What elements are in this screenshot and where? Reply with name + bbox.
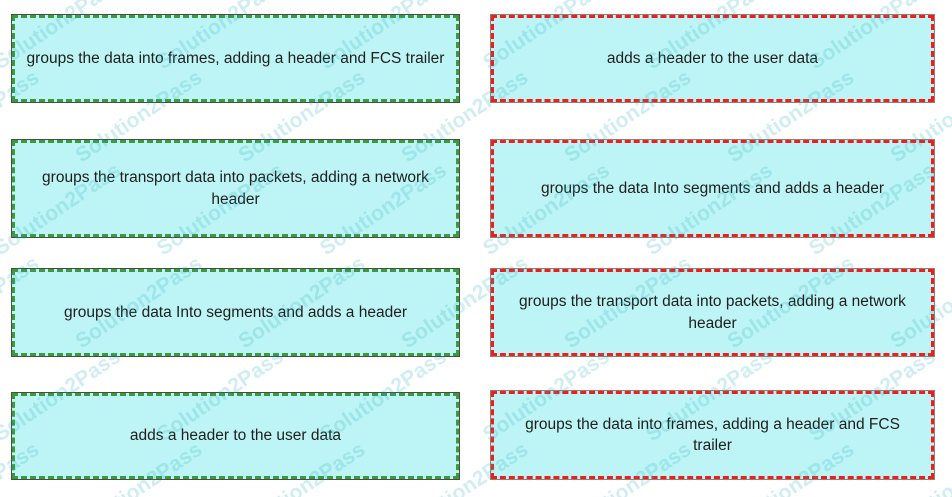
drop-box-left-2[interactable]: groups the transport data into packets, … (11, 139, 460, 238)
drop-box-right-2-label: groups the data Into segments and adds a… (541, 179, 884, 197)
drop-box-right-4-label: groups the data into frames, adding a he… (525, 415, 900, 454)
drop-box-right-1[interactable]: adds a header to the user data (490, 14, 935, 103)
drop-box-left-4-label: adds a header to the user data (129, 427, 342, 445)
drop-box-right-1-label: adds a header to the user data (606, 49, 819, 67)
drop-box-left-3[interactable]: groups the data Into segments and adds a… (11, 268, 460, 357)
drop-box-left-3-label: groups the data Into segments and adds a… (64, 303, 407, 321)
drop-box-right-3-label: groups the transport data into packets, … (519, 293, 906, 332)
drop-box-left-1[interactable]: groups the data into frames, adding a he… (11, 14, 460, 103)
drop-box-right-4[interactable]: groups the data into frames, adding a he… (490, 390, 935, 480)
drop-box-right-2[interactable]: groups the data Into segments and adds a… (490, 139, 935, 238)
drop-box-left-4[interactable]: adds a header to the user data (11, 392, 460, 480)
drop-box-left-2-label: groups the transport data into packets, … (42, 169, 429, 208)
drop-box-right-3[interactable]: groups the transport data into packets, … (490, 268, 935, 357)
drop-box-left-1-label: groups the data into frames, adding a he… (26, 49, 445, 67)
